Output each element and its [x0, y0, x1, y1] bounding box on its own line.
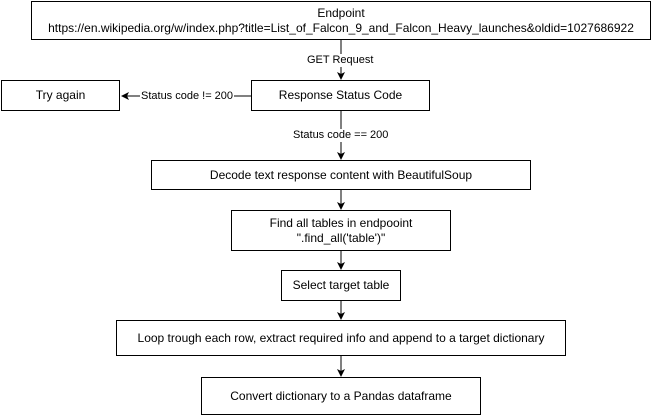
endpoint-url: https://en.wikipedia.org/w/index.php?tit… [48, 20, 634, 35]
try-again-label: Try again [35, 88, 86, 102]
select-table-node: Select target table [281, 270, 401, 301]
convert-label: Convert dictionary to a Pandas dataframe [230, 388, 452, 403]
edge-label-status-not-200: Status code != 200 [140, 90, 235, 103]
decode-label: Decode text response content with Beauti… [209, 167, 473, 182]
find-tables-line1: Find all tables in endpooint [269, 215, 413, 230]
try-again-node: Try again [1, 80, 120, 111]
find-tables-node: Find all tables in endpooint ".find_all(… [231, 210, 451, 251]
loop-node: Loop trough each row, extract required i… [116, 320, 566, 356]
response-status-node: Response Status Code [251, 80, 430, 111]
edge-label-get-request: GET Request [306, 54, 375, 67]
loop-label: Loop trough each row, extract required i… [137, 330, 545, 345]
response-status-label: Response Status Code [278, 88, 403, 102]
endpoint-node: Endpoint https://en.wikipedia.org/w/inde… [31, 1, 651, 40]
find-tables-line2: ".find_all('table')" [296, 230, 386, 245]
select-table-label: Select target table [292, 278, 390, 292]
edge-label-status-200: Status code == 200 [292, 129, 390, 142]
decode-node: Decode text response content with Beauti… [151, 160, 531, 190]
endpoint-title: Endpoint [317, 5, 365, 20]
convert-node: Convert dictionary to a Pandas dataframe [201, 377, 481, 415]
